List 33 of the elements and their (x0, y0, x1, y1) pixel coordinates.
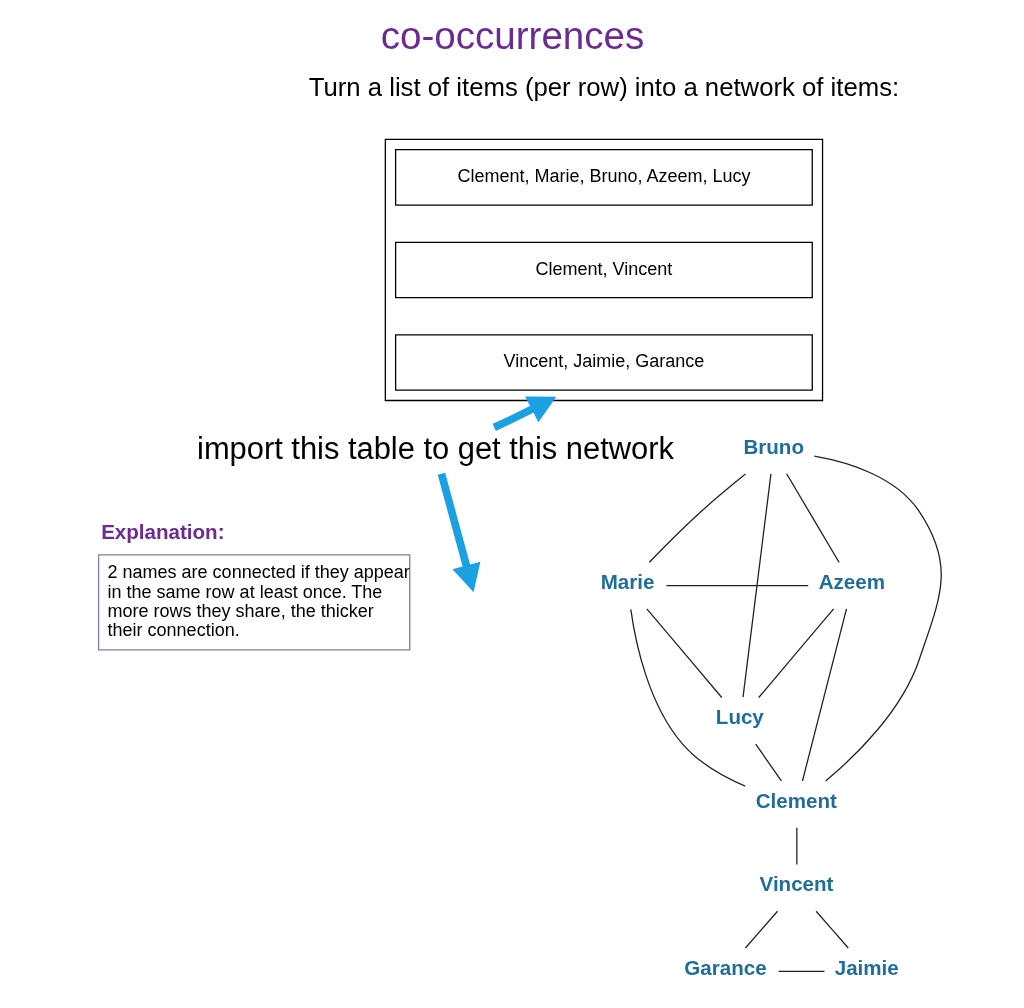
node-box: Clement, Vincent (394, 241, 813, 299)
connector (744, 910, 778, 949)
connector (785, 473, 840, 564)
node-label: Explanation: (100, 520, 225, 544)
label: Turn a list of items (per row) into a network of items: (308, 72, 899, 101)
connector (645, 608, 722, 699)
node-text: Garance (683, 956, 767, 980)
node-text: Azeem (818, 570, 885, 594)
node-text: Marie (600, 570, 654, 594)
node-text: Clement (755, 788, 837, 812)
arrow (437, 472, 480, 593)
connector (813, 455, 942, 782)
node-box: 2 names are connected if they appear in the same row at least once. The more rows they share, the thicker their connection. (97, 554, 410, 651)
connector (815, 910, 849, 949)
connector (777, 970, 825, 973)
connector (801, 608, 847, 782)
arrow (492, 396, 556, 431)
node-text: Vincent (759, 872, 833, 896)
node-box: Clement, Marie, Bruno, Azeem, Lucy (394, 149, 813, 206)
connector (648, 473, 746, 563)
connector (754, 743, 782, 782)
node-text: Jaimie (834, 956, 899, 980)
node-box: Vincent, Jaimie, Garance (394, 334, 813, 391)
connector (757, 608, 834, 699)
connector (741, 473, 772, 698)
node-text: Bruno (742, 435, 804, 459)
connector (665, 585, 809, 587)
node-text: Lucy (715, 705, 764, 729)
connector (795, 827, 797, 866)
node-text: import this table to get this network (196, 430, 674, 466)
diagram-title: co-occurrences (380, 14, 644, 58)
connector (629, 608, 746, 787)
cluster (384, 138, 823, 402)
